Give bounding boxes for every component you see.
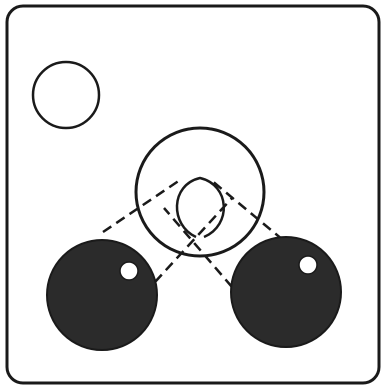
left-ball	[47, 240, 157, 350]
right-ball	[231, 237, 341, 347]
large-ring	[136, 128, 264, 256]
left-ball-highlight	[120, 262, 138, 280]
right-ball-highlight	[299, 256, 317, 274]
